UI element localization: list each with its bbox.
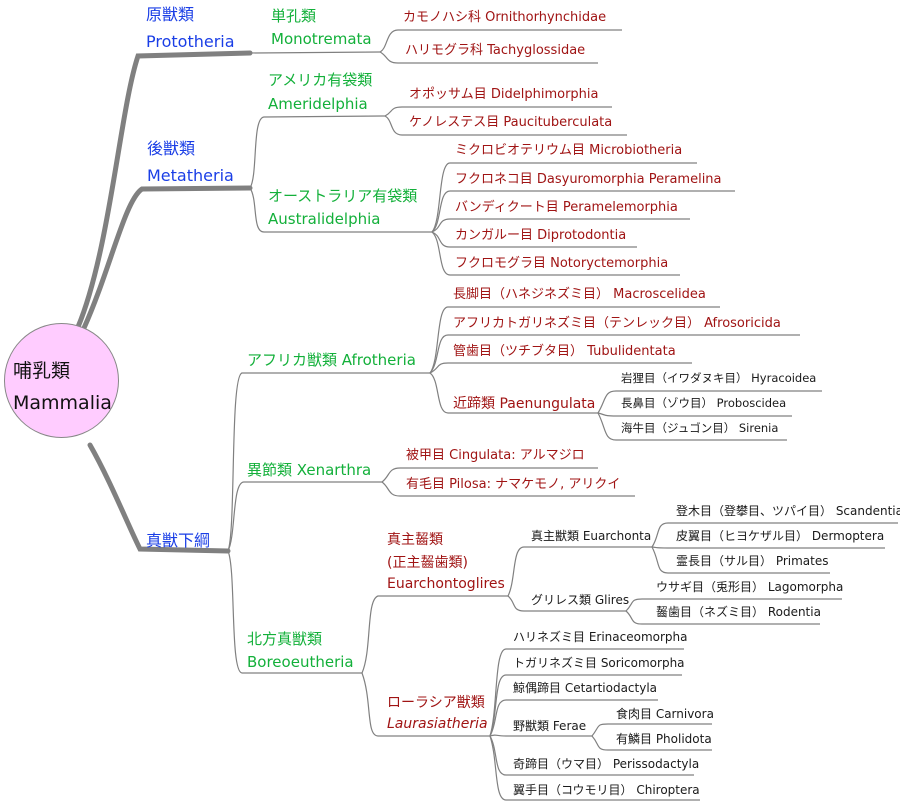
node-australidelphia-ja[interactable]: オーストラリア有袋類 bbox=[268, 187, 418, 205]
edge-laura-sori bbox=[489, 674, 682, 737]
leaf-scandentia[interactable]: 登木目（登攀目、ツパイ目） Scandentia bbox=[676, 504, 900, 518]
edge-euarchonta-scand bbox=[651, 522, 898, 548]
leaf-soricomorpha[interactable]: トガリネズミ目 Soricomorpha bbox=[513, 656, 685, 670]
edge-afro-macro bbox=[429, 306, 720, 374]
edge-meta-ameri bbox=[249, 115, 386, 189]
edge-afro-paen bbox=[429, 372, 598, 414]
node-ameridelphia-ja[interactable]: アメリカ有袋類 bbox=[268, 71, 373, 89]
edge-laura-peri bbox=[489, 735, 694, 776]
node-prototheria-en[interactable]: Prototheria bbox=[146, 32, 235, 51]
leaf-rodentia[interactable]: 齧歯目（ネズミ目） Rodentia bbox=[656, 605, 821, 619]
node-xenarthra[interactable]: 異節類 Xenarthra bbox=[247, 461, 372, 479]
edge-paen-probo bbox=[597, 412, 792, 417]
edge-laura-ceta bbox=[489, 699, 658, 737]
leaf-carnivora[interactable]: 食肉目 Carnivora bbox=[616, 707, 714, 721]
leaf-erinaceomorpha[interactable]: ハリネズミ目 Erinaceomorpha bbox=[513, 630, 688, 644]
edge-ameri-didel bbox=[384, 106, 612, 117]
edge-ferae-carn bbox=[591, 723, 712, 737]
edge-austral-2 bbox=[431, 190, 735, 233]
node-glires[interactable]: グリレス類 Glires bbox=[531, 593, 630, 607]
leaf-chiroptera[interactable]: 翼手目（コウモリ目） Chiroptera bbox=[513, 783, 700, 797]
root-label-ja: 哺乳類 bbox=[13, 360, 71, 382]
edge-paen-hyra bbox=[597, 390, 822, 414]
leaf-sirenia[interactable]: 海牛目（ジュゴン目） Sirenia bbox=[621, 421, 779, 435]
edge-laura-chiro bbox=[489, 735, 700, 801]
edge-euarchonta-prim bbox=[651, 546, 830, 574]
edge-root-prototheria bbox=[75, 50, 253, 330]
leaf-microbiotheria[interactable]: ミクロビオテリウム目 Microbiotheria bbox=[455, 143, 683, 158]
edge-xen-cing bbox=[381, 467, 598, 483]
node-afrotheria[interactable]: アフリカ獣類 Afrotheria bbox=[247, 351, 416, 369]
leaf-peramelemorphia[interactable]: バンディクート目 Peramelemorphia bbox=[455, 200, 678, 215]
edge-austral-3 bbox=[431, 218, 690, 233]
leaf-pholidota[interactable]: 有鱗目 Pholidota bbox=[616, 732, 712, 746]
leaf-ornithorhynchidae[interactable]: カモノハシ科 Ornithorhynchidae bbox=[403, 10, 607, 25]
edge-monotremata-ornitho bbox=[379, 29, 622, 53]
leaf-diprotodontia[interactable]: カンガルー目 Diprotodontia bbox=[455, 228, 627, 243]
node-prototheria-ja[interactable]: 原獣類 bbox=[146, 5, 195, 24]
edge-glires-rode bbox=[625, 610, 820, 625]
node-euarchontoglires-ja[interactable]: 真主齧類 bbox=[387, 532, 443, 548]
node-metatheria-en[interactable]: Metatheria bbox=[147, 166, 234, 185]
node-euarchontoglires-en[interactable]: Euarchontoglires bbox=[387, 576, 505, 592]
leaf-perissodactyla[interactable]: 奇蹄目（ウマ目） Perissodactyla bbox=[513, 757, 700, 771]
edge-euarchonta-derm bbox=[651, 546, 885, 549]
leaf-primates[interactable]: 霊長目（サル目） Primates bbox=[676, 554, 829, 568]
node-boreoeutheria-ja[interactable]: 北方真獣類 bbox=[247, 630, 323, 648]
edge-eu-boreo bbox=[227, 550, 362, 674]
leaf-notoryctemorphia[interactable]: フクロモグラ目 Notoryctemorphia bbox=[455, 256, 669, 271]
root-label-en: Mammalia bbox=[13, 392, 112, 414]
node-ameridelphia-en[interactable]: Ameridelphia bbox=[268, 95, 368, 113]
node-monotremata-en[interactable]: Monotremata bbox=[271, 30, 372, 48]
edge-root-metatheria bbox=[81, 185, 253, 331]
node-australidelphia-en[interactable]: Australidelphia bbox=[268, 210, 381, 228]
edge-afro-tubu bbox=[429, 362, 692, 374]
edge-ferae-phol bbox=[591, 735, 712, 751]
edge-boreo-laura bbox=[361, 672, 490, 737]
edge-glires-lago bbox=[625, 598, 842, 612]
leaf-cingulata[interactable]: 被甲目 Cingulata: アルマジロ bbox=[406, 448, 585, 463]
node-eutheria[interactable]: 真獣下綱 bbox=[146, 531, 211, 550]
leaf-tubulidentata[interactable]: 管歯目（ツチブタ目） Tubulidentata bbox=[453, 344, 676, 359]
edge-ameri-pauci bbox=[384, 115, 627, 136]
node-laurasiatheria-ja[interactable]: ローラシア獣類 bbox=[387, 695, 485, 711]
edge-laura-ferae bbox=[489, 734, 592, 737]
edge-boreo-euarch bbox=[361, 595, 508, 674]
edge-afro-afroso bbox=[429, 334, 800, 374]
edge-root-eutheria bbox=[87, 442, 231, 554]
leaf-dermoptera[interactable]: 皮翼目（ヒヨケザル目） Dermoptera bbox=[676, 529, 885, 543]
root-node[interactable] bbox=[4, 323, 119, 438]
node-paenungulata[interactable]: 近蹄類 Paenungulata bbox=[453, 396, 596, 412]
edge-meta-austral bbox=[249, 187, 432, 233]
leaf-macroscelidea[interactable]: 長脚目（ハネジネズミ目） Macroscelidea bbox=[453, 287, 706, 302]
node-laurasiatheria-en[interactable]: Laurasiatheria bbox=[387, 716, 488, 732]
node-monotremata-ja[interactable]: 単孔類 bbox=[271, 7, 317, 25]
edge-xen-pilosa bbox=[381, 481, 635, 497]
edge-austral-5 bbox=[431, 231, 680, 276]
edge-monotremata-tachy bbox=[379, 51, 598, 64]
leaf-hyracoidea[interactable]: 岩狸目（イワダヌキ目） Hyracoidea bbox=[621, 371, 817, 385]
node-euarchonta[interactable]: 真主獣類 Euarchonta bbox=[531, 529, 652, 543]
leaf-dasyuromorphia[interactable]: フクロネコ目 Dasyuromorphia Peramelina bbox=[455, 172, 722, 187]
edge-prototheria-monotremata bbox=[249, 51, 381, 54]
leaf-proboscidea[interactable]: 長鼻目（ゾウ目） Proboscidea bbox=[621, 396, 787, 410]
leaf-cetartiodactyla[interactable]: 鯨偶蹄目 Cetartiodactyla bbox=[513, 681, 658, 695]
leaf-lagomorpha[interactable]: ウサギ目（兎形目） Lagomorpha bbox=[656, 580, 844, 594]
edge-euarchglires-euarchonta bbox=[507, 546, 652, 597]
node-metatheria-ja[interactable]: 後獣類 bbox=[147, 139, 196, 158]
edge-eu-afro bbox=[227, 372, 430, 552]
leaf-pilosa[interactable]: 有毛目 Pilosa: ナマケモノ, アリクイ bbox=[406, 477, 621, 492]
node-ferae[interactable]: 野獣類 Ferae bbox=[513, 719, 587, 733]
edge-euarchglires-glires bbox=[507, 595, 626, 612]
leaf-didelphimorphia[interactable]: オポッサム目 Didelphimorphia bbox=[409, 87, 599, 102]
edge-paen-sire bbox=[597, 412, 787, 441]
node-euarchontoglires-ja2[interactable]: (正主齧歯類) bbox=[387, 555, 468, 571]
edge-eu-xen bbox=[227, 481, 382, 552]
leaf-afrosoricida[interactable]: アフリカトガリネズミ目（テンレック目） Afrosoricida bbox=[453, 316, 781, 331]
edge-austral-4 bbox=[431, 231, 637, 248]
leaf-tachyglossidae[interactable]: ハリモグラ科 Tachyglossidae bbox=[405, 43, 586, 58]
node-boreoeutheria-en[interactable]: Boreoeutheria bbox=[247, 653, 354, 671]
leaf-paucituberculata[interactable]: ケノレステス目 Paucituberculata bbox=[409, 115, 613, 130]
edge-austral-1 bbox=[431, 162, 697, 233]
